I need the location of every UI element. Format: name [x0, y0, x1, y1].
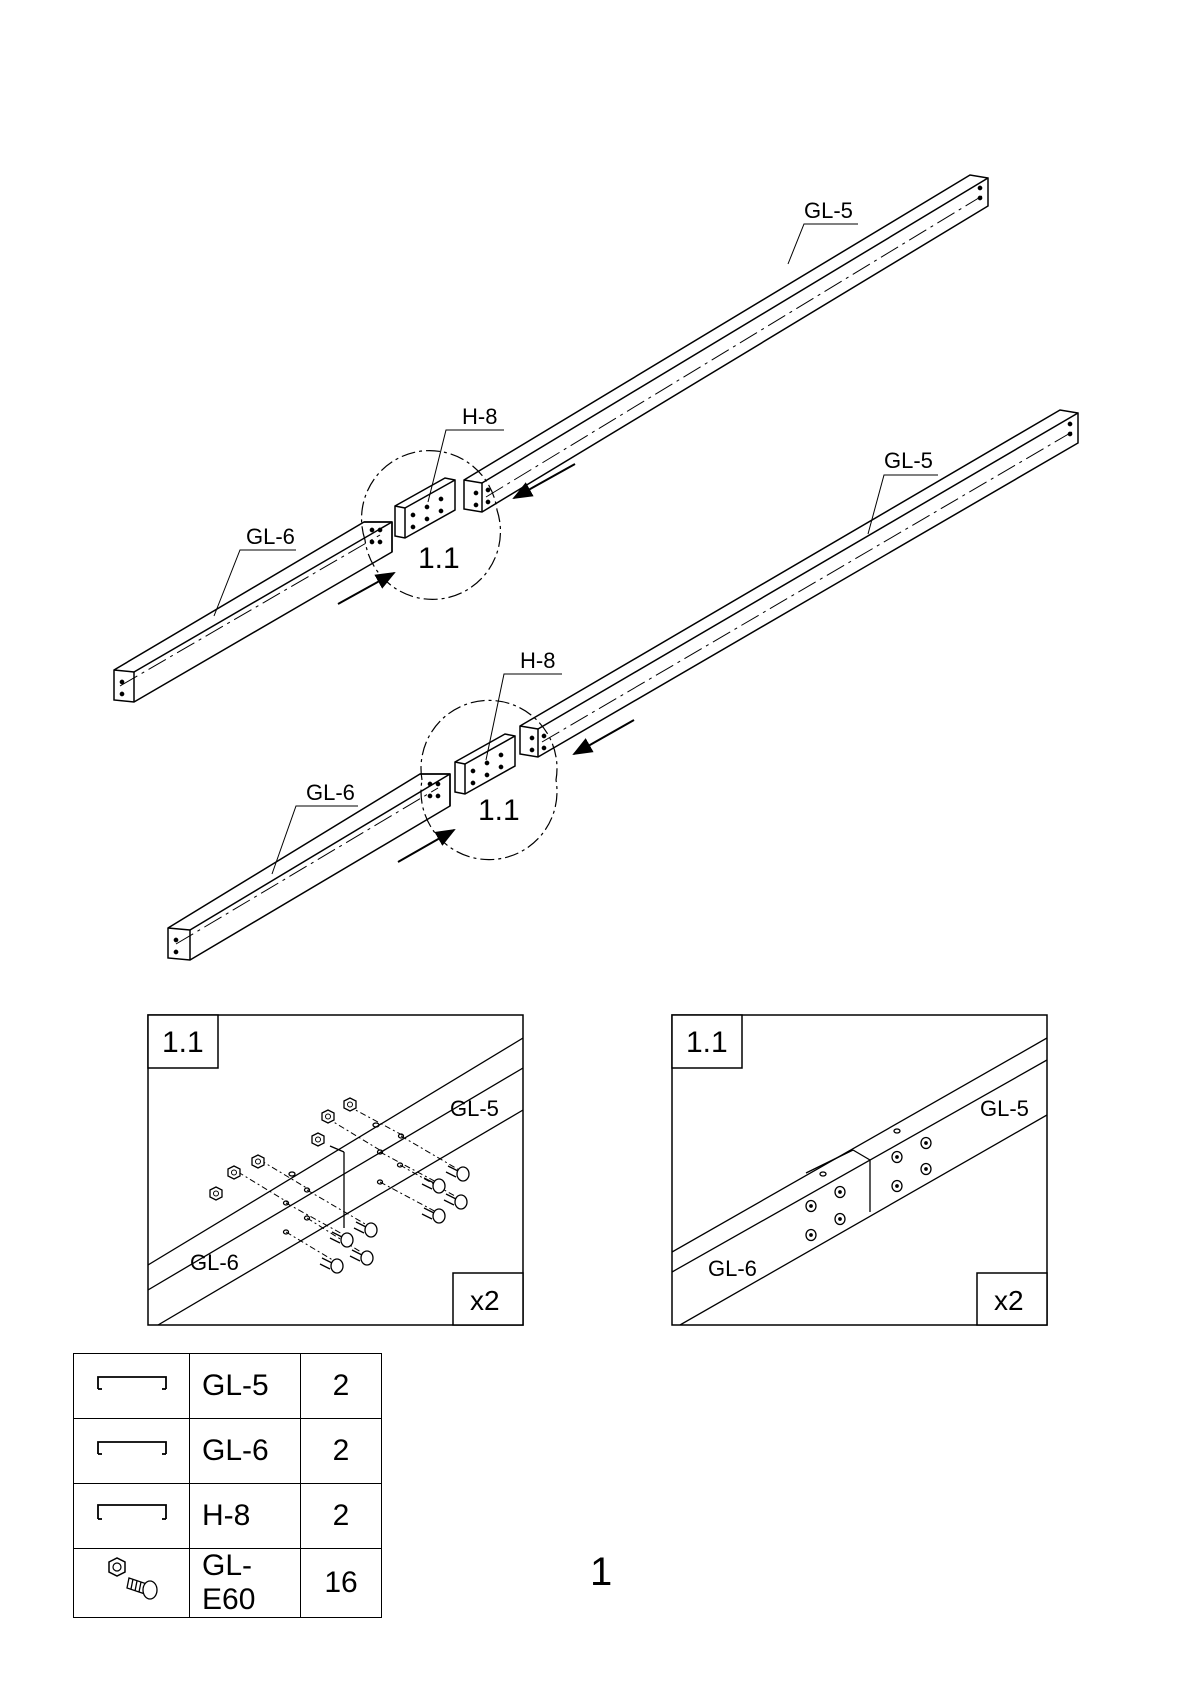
parts-row: GL-E60 16	[74, 1549, 382, 1618]
detail-right-label-gl6: GL-6	[708, 1256, 757, 1281]
part-qty: 2	[301, 1354, 382, 1419]
channel-profile-icon	[74, 1419, 190, 1484]
parts-row: H-8 2	[74, 1484, 382, 1549]
beam-gl6-upper	[114, 522, 392, 702]
part-code: H-8	[190, 1484, 301, 1549]
label-gl5-upper: GL-5	[804, 198, 853, 223]
detail-ref-lower: 1.1	[478, 794, 520, 827]
part-code: GL-6	[190, 1419, 301, 1484]
arrow-in-left-lower	[398, 830, 454, 862]
detail-right-label-gl5: GL-5	[980, 1096, 1029, 1121]
beam-gl5-lower	[520, 410, 1078, 757]
channel-profile-icon	[74, 1484, 190, 1549]
detail-left-label-gl6: GL-6	[190, 1250, 239, 1275]
lower-assembly	[168, 410, 1078, 960]
part-code: GL-E60	[190, 1549, 301, 1618]
parts-list-table: GL-5 2 GL-6 2 H-8 2	[73, 1353, 382, 1618]
part-qty: 16	[301, 1549, 382, 1618]
label-gl6-lower: GL-6	[306, 780, 355, 805]
parts-row: GL-6 2	[74, 1419, 382, 1484]
page-number: 1	[590, 1550, 612, 1595]
label-h8-lower: H-8	[520, 648, 555, 673]
label-gl5-lower: GL-5	[884, 448, 933, 473]
parts-row: GL-5 2	[74, 1354, 382, 1419]
detail-left-multiplier: x2	[470, 1285, 500, 1316]
part-code: GL-5	[190, 1354, 301, 1419]
label-gl6-upper: GL-6	[246, 524, 295, 549]
detail-left-ref: 1.1	[162, 1026, 204, 1059]
label-h8-upper: H-8	[462, 404, 497, 429]
upper-assembly	[114, 175, 988, 702]
detail-right-multiplier: x2	[994, 1285, 1024, 1316]
channel-profile-icon	[74, 1354, 190, 1419]
detail-ref-upper: 1.1	[418, 542, 460, 575]
detail-right-ref: 1.1	[686, 1026, 728, 1059]
part-qty: 2	[301, 1484, 382, 1549]
nut-bolt-icon	[74, 1549, 190, 1618]
connector-h8-lower	[455, 734, 515, 794]
connector-h8-upper	[395, 478, 455, 538]
detail-left-label-gl5: GL-5	[450, 1096, 499, 1121]
detail-panel-left	[148, 1015, 523, 1325]
part-qty: 2	[301, 1419, 382, 1484]
